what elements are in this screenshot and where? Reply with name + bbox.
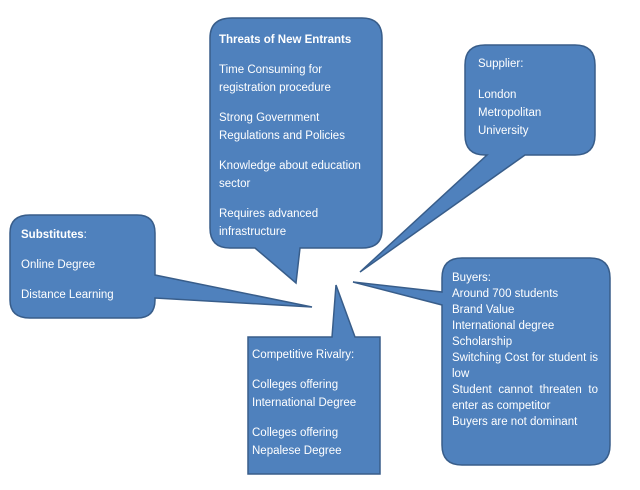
- supplier-item: London: [478, 89, 517, 101]
- rivalry-title: Competitive Rivalry:: [252, 349, 355, 361]
- threats-title: Threats of New Entrants: [219, 34, 352, 46]
- buyers-text: Buyers: Around 700 students Brand Value …: [452, 270, 598, 430]
- substitutes-title-suffix: :: [83, 229, 87, 241]
- threats-text: Threats of New Entrants Time Consuming f…: [219, 31, 369, 239]
- supplier-title: Supplier:: [478, 58, 524, 70]
- buyers-item: Buyers are not dominant: [452, 416, 578, 428]
- buyers-item: Switching Cost for student is low: [452, 352, 598, 380]
- threats-item: Knowledge about education sector: [219, 160, 361, 190]
- buyers-item: Around 700 students: [452, 288, 559, 300]
- threats-bubble: [209, 17, 383, 285]
- threats-item: Requires advanced infrastructure: [219, 208, 319, 238]
- supplier-item: University: [478, 125, 529, 137]
- substitutes-text: Substitutes: Online Degree Distance Lear…: [21, 226, 151, 316]
- rivalry-text: Competitive Rivalry: Colleges offering I…: [252, 346, 374, 472]
- buyers-item: Student cannot threaten to enter as comp…: [452, 384, 598, 412]
- supplier-bubble: [359, 44, 596, 273]
- substitutes-item: Distance Learning: [21, 289, 114, 301]
- buyers-title: Buyers:: [452, 272, 491, 284]
- substitutes-bubble: [9, 214, 313, 319]
- supplier-text: Supplier: London Metropolitan University: [478, 55, 588, 140]
- threats-item: Strong Government Regulations and Polici…: [219, 112, 345, 142]
- threats-item: Time Consuming for registration procedur…: [219, 64, 331, 94]
- rivalry-bubble: [247, 284, 381, 475]
- substitutes-title: Substitutes: [21, 229, 84, 241]
- buyers-bubble: [352, 257, 611, 466]
- buyers-item: Scholarship: [452, 336, 513, 348]
- substitutes-item: Online Degree: [21, 259, 96, 271]
- buyers-item: International degree: [452, 320, 555, 332]
- supplier-item: Metropolitan: [478, 107, 542, 119]
- rivalry-item: Colleges offering Nepalese Degree: [252, 427, 342, 457]
- buyers-item: Brand Value: [452, 304, 515, 316]
- rivalry-item: Colleges offering International Degree: [252, 379, 357, 409]
